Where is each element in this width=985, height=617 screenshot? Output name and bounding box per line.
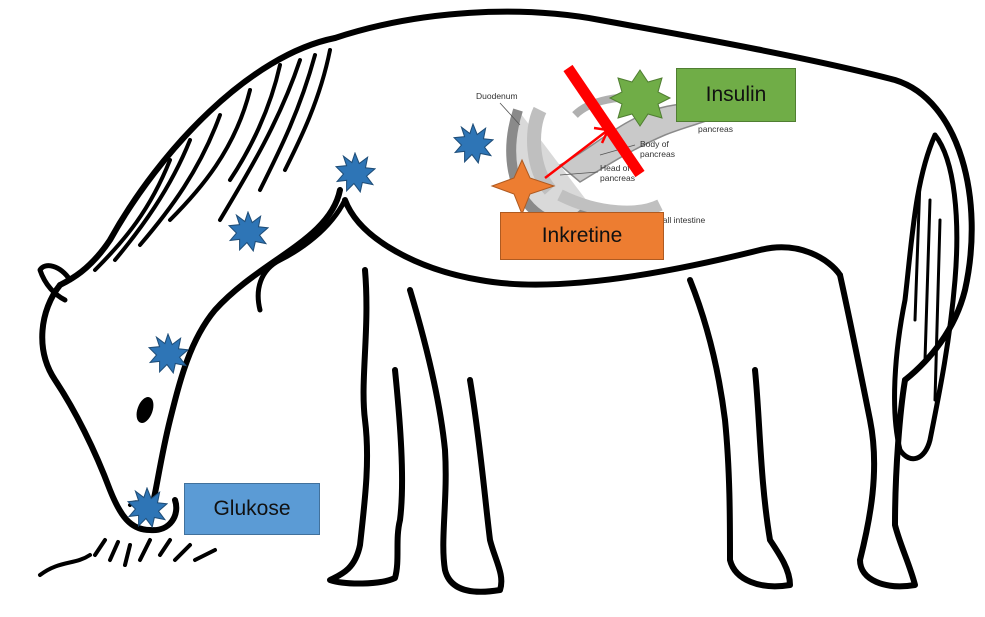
duodenum-text: Duodenum <box>476 91 518 101</box>
inkretine-label-text: Inkretine <box>542 224 623 248</box>
body-text-2: pancreas <box>640 149 675 159</box>
glukose-label-text: Glukose <box>213 497 290 521</box>
glukose-label: Glukose <box>184 483 320 535</box>
blue-starburst-icon <box>336 153 375 192</box>
head-text-2: pancreas <box>600 173 635 183</box>
green-star-icon <box>610 70 670 126</box>
insulin-label: Insulin <box>676 68 796 122</box>
inkretine-label: Inkretine <box>500 212 664 260</box>
blue-starburst-icon <box>128 488 167 527</box>
insulin-label-text: Insulin <box>706 83 767 107</box>
body-text-1: Body of <box>640 139 669 149</box>
tail-text-2: pancreas <box>698 124 733 134</box>
head-text-1: Head of <box>600 163 630 173</box>
blue-starburst-icon <box>229 212 268 251</box>
